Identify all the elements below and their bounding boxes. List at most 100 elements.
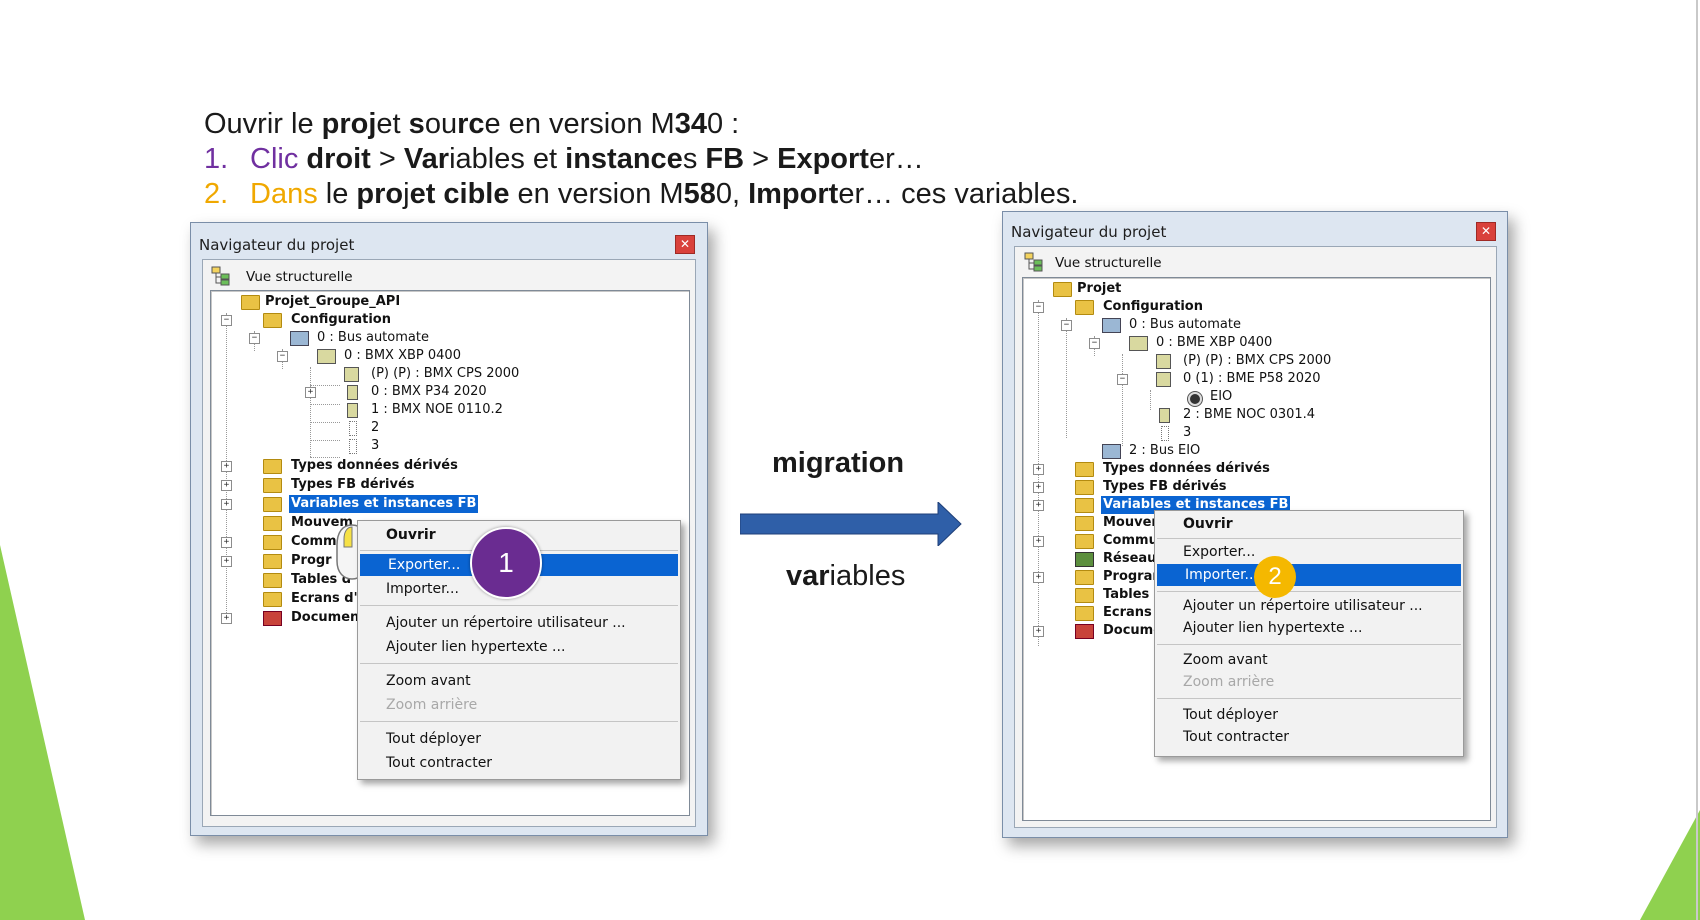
menu-item-open[interactable]: Ouvrir: [1183, 516, 1233, 532]
menu-item-expand-all[interactable]: Tout déployer: [1183, 707, 1279, 723]
collapse-icon[interactable]: −: [1033, 302, 1044, 313]
tree-item-slot-2[interactable]: 2: [371, 420, 380, 435]
folder-icon: [1075, 462, 1094, 477]
menu-item-import[interactable]: Importer...: [386, 581, 459, 597]
tree-item-operator-screens[interactable]: Ecrans c: [1103, 605, 1164, 620]
module-icon: [1159, 408, 1170, 423]
folder-icon: [1075, 534, 1094, 549]
tree-item-network[interactable]: Réseau: [1103, 551, 1157, 566]
folder-icon: [263, 535, 282, 550]
tree-item-cpu[interactable]: 0 (1) : BME P58 2020: [1183, 371, 1321, 386]
tree-item-cpu[interactable]: 0 : BMX P34 2020: [371, 384, 487, 399]
tree-item-power-supply[interactable]: (P) (P) : BMX CPS 2000: [1183, 353, 1332, 368]
expand-icon[interactable]: +: [1033, 500, 1044, 511]
folder-icon: [263, 459, 282, 474]
expand-icon[interactable]: +: [221, 537, 232, 548]
tree-item-motion[interactable]: Mouven: [1103, 515, 1161, 530]
tree-item-bus-automate[interactable]: 0 : Bus automate: [1129, 317, 1241, 332]
expand-icon[interactable]: +: [221, 461, 232, 472]
expand-icon[interactable]: +: [221, 556, 232, 567]
module-icon: [347, 403, 358, 418]
expand-icon[interactable]: +: [1033, 464, 1044, 475]
tree-item-program[interactable]: Program: [1103, 569, 1166, 584]
tree-item-power-supply[interactable]: (P) (P) : BMX CPS 2000: [371, 366, 520, 381]
tree-item-ethernet[interactable]: 1 : BMX NOE 0110.2: [371, 402, 503, 417]
menu-item-add-hyperlink[interactable]: Ajouter lien hypertexte ...: [1183, 620, 1363, 636]
documentation-icon: [263, 611, 282, 626]
documentation-icon: [1075, 624, 1094, 639]
tree-item-derived-fb-types[interactable]: Types FB dérivés: [291, 477, 415, 492]
tree-item-rack[interactable]: 0 : BMX XBP 0400: [344, 348, 461, 363]
tree-item-communication[interactable]: Commu: [1103, 533, 1158, 548]
tree-item-animation-tables[interactable]: Tables d': [291, 572, 356, 587]
empty-slot-icon: [1161, 426, 1169, 441]
menu-item-export[interactable]: Exporter...: [1183, 544, 1256, 560]
close-icon[interactable]: ✕: [675, 235, 695, 254]
tree-item-slot-3[interactable]: 3: [1183, 425, 1192, 440]
close-icon[interactable]: ✕: [1476, 222, 1496, 241]
collapse-icon[interactable]: −: [1061, 320, 1072, 331]
tree-item-documentation[interactable]: Docume: [1103, 623, 1163, 638]
step-number-2: 2.: [204, 178, 229, 210]
tree-item-bus-eio[interactable]: 2 : Bus EIO: [1129, 443, 1201, 458]
expand-icon[interactable]: +: [1033, 536, 1044, 547]
tree-item-derived-data-types[interactable]: Types données dérivés: [291, 458, 458, 473]
tree-item-documentation[interactable]: Documen: [291, 610, 360, 625]
structural-view-label: Vue structurelle: [1055, 255, 1162, 271]
collapse-icon[interactable]: −: [249, 333, 260, 344]
tree-item-rack[interactable]: 0 : BME XBP 0400: [1156, 335, 1273, 350]
tree-item-configuration[interactable]: Configuration: [1103, 299, 1203, 314]
collapse-icon[interactable]: −: [221, 315, 232, 326]
tree-item-configuration[interactable]: Configuration: [291, 312, 391, 327]
collapse-icon[interactable]: −: [277, 351, 288, 362]
menu-item-zoom-in[interactable]: Zoom avant: [386, 673, 471, 689]
folder-icon: [1075, 606, 1094, 621]
tree-item-network-module[interactable]: 2 : BME NOC 0301.4: [1183, 407, 1316, 422]
step-number-1: 1.: [204, 143, 229, 175]
empty-slot-icon: [349, 439, 357, 454]
tree-item-program[interactable]: Progr: [291, 553, 332, 568]
tree-item-project[interactable]: Projet: [1077, 281, 1122, 296]
tree-item-derived-data-types[interactable]: Types données dérivés: [1103, 461, 1270, 476]
menu-item-add-user-directory[interactable]: Ajouter un répertoire utilisateur ...: [1183, 598, 1423, 614]
menu-item-open[interactable]: Ouvrir: [386, 527, 436, 543]
folder-icon: [1075, 498, 1094, 513]
menu-item-add-hyperlink[interactable]: Ajouter lien hypertexte ...: [386, 639, 566, 655]
right-project-navigator-window: Navigateur du projet ✕ Vue structurelle …: [1002, 211, 1508, 838]
expand-icon[interactable]: +: [221, 480, 232, 491]
menu-item-collapse-all[interactable]: Tout contracter: [1183, 729, 1290, 745]
empty-slot-icon: [349, 421, 357, 436]
eio-icon: [1188, 392, 1202, 406]
step-badge-2: 2: [1254, 556, 1296, 598]
tree-item-variables-fb-instances[interactable]: Variables et instances FB: [289, 495, 479, 513]
expand-icon[interactable]: +: [1033, 572, 1044, 583]
menu-item-add-user-directory[interactable]: Ajouter un répertoire utilisateur ...: [386, 615, 626, 631]
window-title: Navigateur du projet: [1011, 223, 1167, 241]
expand-icon[interactable]: +: [1033, 626, 1044, 637]
tree-item-operator-screens[interactable]: Ecrans d': [291, 591, 358, 606]
tree-item-eio[interactable]: EIO: [1210, 389, 1233, 404]
tree-item-communication[interactable]: Comm: [291, 534, 337, 549]
collapse-icon[interactable]: −: [1089, 338, 1100, 349]
tree-item-motion[interactable]: Mouvem: [291, 515, 353, 530]
menu-item-zoom-in[interactable]: Zoom avant: [1183, 652, 1268, 668]
collapse-icon[interactable]: −: [1117, 374, 1128, 385]
tree-item-animation-tables[interactable]: Tables d: [1103, 587, 1164, 602]
tree-item-project[interactable]: Projet_Groupe_API: [265, 294, 401, 309]
tree-item-slot-3[interactable]: 3: [371, 438, 380, 453]
left-project-navigator-window: Navigateur du projet ✕ Vue structurelle …: [190, 222, 708, 836]
expand-icon[interactable]: +: [221, 613, 232, 624]
tree-item-derived-fb-types[interactable]: Types FB dérivés: [1103, 479, 1227, 494]
migration-label: migration: [772, 447, 905, 479]
instruction-line-1: 1.Clic droit > Variables et instances FB…: [204, 143, 924, 175]
menu-item-import[interactable]: Importer...: [1157, 564, 1461, 586]
expand-icon[interactable]: +: [221, 499, 232, 510]
expand-icon[interactable]: +: [305, 387, 316, 398]
tree-item-variables-fb-instances[interactable]: Variables et instances FB: [1101, 496, 1291, 514]
menu-item-collapse-all[interactable]: Tout contracter: [386, 755, 493, 771]
menu-item-expand-all[interactable]: Tout déployer: [386, 731, 482, 747]
tree-item-bus-automate[interactable]: 0 : Bus automate: [317, 330, 429, 345]
open-folder-icon: [263, 313, 282, 328]
expand-icon[interactable]: +: [1033, 482, 1044, 493]
